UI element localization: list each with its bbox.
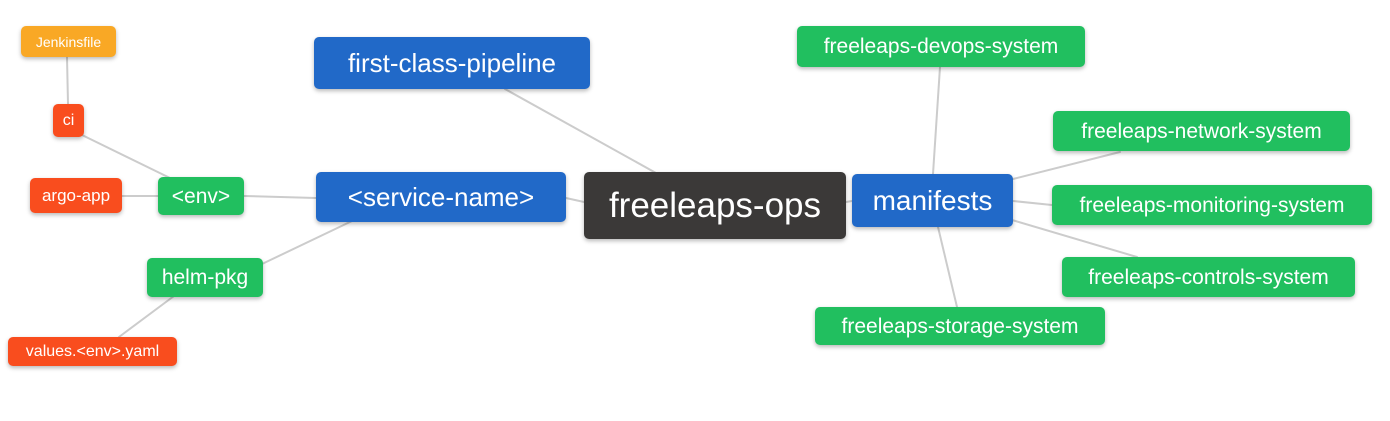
node-freeleaps-devops-system[interactable]: freeleaps-devops-system	[797, 26, 1085, 67]
node-freeleaps-monitoring-system[interactable]: freeleaps-monitoring-system	[1052, 185, 1372, 225]
node-service-name[interactable]: <service-name>	[316, 172, 566, 222]
node-ci[interactable]: ci	[53, 104, 84, 137]
edge-helm-pkg-to-service-name	[261, 220, 353, 265]
node-argo-app[interactable]: argo-app	[30, 178, 122, 213]
edge-manifests-to-freeleaps-monitoring-system	[1012, 200, 1053, 206]
edge-freeleaps-devops-system-to-manifests	[932, 66, 941, 175]
node-freeleaps-ops[interactable]: freeleaps-ops	[584, 172, 846, 239]
edge-manifests-to-freeleaps-storage-system	[937, 226, 958, 308]
node-jenkinsfile[interactable]: Jenkinsfile	[21, 26, 116, 57]
edge-service-name-to-freeleaps-ops	[565, 197, 585, 203]
edge-jenkinsfile-to-ci	[66, 56, 69, 105]
node-helm-pkg[interactable]: helm-pkg	[147, 258, 263, 297]
node-values-env-yaml[interactable]: values.<env>.yaml	[8, 337, 177, 366]
node-freeleaps-network-system[interactable]: freeleaps-network-system	[1053, 111, 1350, 151]
edge-manifests-to-freeleaps-controls-system	[1011, 219, 1138, 258]
edge-manifests-to-freeleaps-network-system	[1012, 151, 1121, 180]
node-freeleaps-storage-system[interactable]: freeleaps-storage-system	[815, 307, 1105, 345]
node-first-class-pipeline[interactable]: first-class-pipeline	[314, 37, 590, 89]
edge-env-to-service-name	[243, 195, 317, 199]
edge-values-env-yaml-to-helm-pkg	[118, 295, 175, 338]
edge-first-class-pipeline-to-freeleaps-ops	[504, 88, 657, 174]
node-env[interactable]: <env>	[158, 177, 244, 215]
edge-freeleaps-ops-to-manifests	[845, 200, 853, 203]
node-manifests[interactable]: manifests	[852, 174, 1013, 227]
edge-ci-to-env	[81, 134, 171, 179]
node-freeleaps-controls-system[interactable]: freeleaps-controls-system	[1062, 257, 1355, 297]
